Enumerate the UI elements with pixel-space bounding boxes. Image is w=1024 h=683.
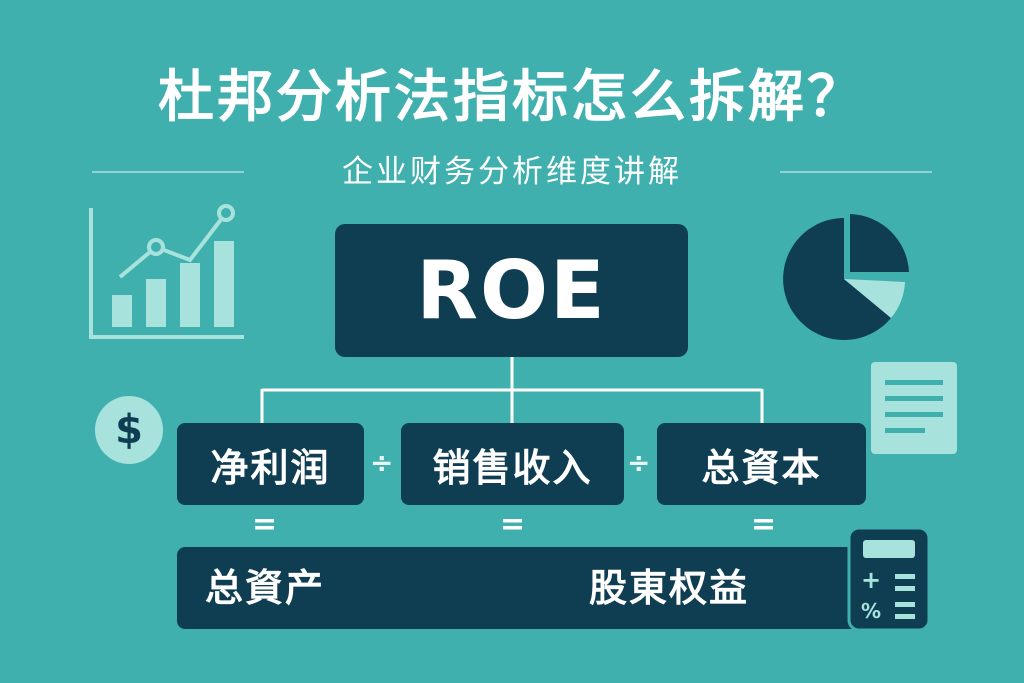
pie-chart-icon — [783, 214, 909, 340]
subtitle-right-divider — [780, 171, 932, 173]
calculator-plus-key: + — [861, 566, 881, 594]
shareholder-equity-label: 股東权益 — [589, 566, 750, 610]
divide-operator-1: ÷ — [370, 446, 394, 479]
net-profit-box: 净利润 — [177, 423, 364, 505]
bottom-denominator-box: 总資产 股東权益 — [177, 547, 862, 629]
calculator-icon: + % — [847, 526, 931, 632]
equals-sign-1: = — [252, 507, 278, 542]
equals-sign-3: = — [751, 507, 777, 542]
subtitle-left-divider — [92, 171, 244, 173]
total-assets-label: 总資产 — [205, 566, 326, 610]
page-subtitle: 企业财务分析维度讲解 — [342, 154, 682, 190]
calculator-percent-key: % — [861, 599, 881, 623]
equals-sign-2: = — [500, 507, 526, 542]
total-capital-box: 总資本 — [657, 423, 866, 505]
page-title: 杜邦分析法指标怎么拆解？ — [158, 65, 866, 130]
document-icon — [871, 362, 957, 454]
divide-operator-2: ÷ — [627, 446, 651, 479]
roe-box: ROE — [335, 224, 688, 357]
dollar-coin-icon: $ — [95, 396, 163, 464]
bar-line-chart-icon — [89, 204, 244, 339]
sales-revenue-box: 销售收入 — [401, 423, 624, 505]
svg-text:$: $ — [115, 407, 143, 453]
